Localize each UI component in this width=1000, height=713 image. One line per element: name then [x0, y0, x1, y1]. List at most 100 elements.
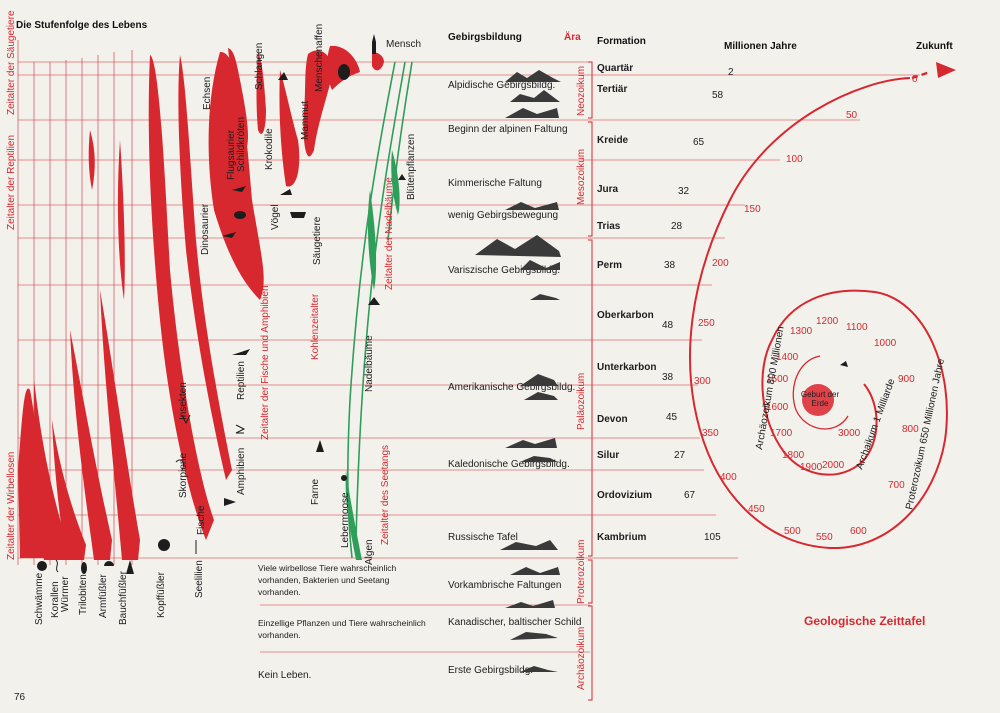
- label-schlangen: Schlangen: [254, 43, 265, 90]
- svg-text:1600: 1600: [766, 402, 789, 413]
- years-quartaer: 2: [728, 67, 734, 78]
- age-reptilien: Zeitalter der Reptilien: [6, 135, 17, 230]
- orogeny-erste: Erste Gebirgsbildg.: [448, 665, 533, 676]
- svg-text:1800: 1800: [782, 450, 805, 461]
- label-fische: Fische: [196, 505, 207, 535]
- saeugetier-icon: [290, 212, 306, 218]
- era-neozoikum: Neozoikum: [576, 66, 587, 116]
- svg-text:700: 700: [888, 480, 905, 491]
- label-saeugetiere: Säugetiere: [312, 216, 323, 265]
- svg-text:3000: 3000: [838, 428, 861, 439]
- era-proterozoikum: Proterozoikum: [576, 540, 587, 604]
- shape-bauchfuessler-top: [117, 140, 125, 300]
- time-spiral: [689, 77, 948, 550]
- plant-lines: [347, 61, 413, 559]
- formation-ordovizium: Ordovizium: [597, 490, 652, 501]
- orogeny-kanadisch: Kanadischer, baltischer Schild: [448, 617, 581, 628]
- formation-perm: Perm: [597, 260, 622, 271]
- formation-years: 2 58 65 32 28 38 48 38 45 27 67 105: [662, 67, 734, 543]
- orogeny-labels: Alpidische Gebirgsbildg. Beginn der alpi…: [447, 80, 581, 676]
- shape-reptilien: [208, 51, 264, 301]
- earth-birth-dot: [802, 384, 834, 416]
- svg-text:200: 200: [712, 258, 729, 269]
- evolution-shapes: [18, 45, 384, 560]
- shape-bluetenpflanzen: [391, 150, 400, 215]
- organism-icons: [37, 34, 406, 574]
- label-insekten: Insekten: [178, 382, 189, 420]
- orogeny-variszisch: Variszische Gebirgsbildg.: [448, 265, 560, 276]
- age-saeugetiere: Zeitalter der Säugetiere: [6, 10, 17, 115]
- spiral-label-archaikum: Archaikum 1 Milliarde: [854, 377, 897, 471]
- years-oberkarbon: 48: [662, 320, 674, 331]
- formation-kreide: Kreide: [597, 135, 629, 146]
- svg-text:300: 300: [694, 376, 711, 387]
- label-menschenaffen: Menschenaffen: [314, 24, 325, 92]
- vogel-icon: [280, 189, 292, 195]
- formation-tertiaer: Tertiär: [597, 84, 627, 95]
- formation-kambrium: Kambrium: [597, 532, 647, 543]
- svg-text:350: 350: [702, 428, 719, 439]
- page-number: 76: [14, 692, 26, 703]
- label-algen: Algen: [364, 539, 375, 565]
- orogeny-kaledonisch: Kaledonische Gebirgsbildg.: [448, 459, 570, 470]
- years-jura: 32: [678, 186, 690, 197]
- era-labels: Neozoikum Mesozoikum Paläozoikum Protero…: [576, 66, 587, 690]
- svg-text:2000: 2000: [822, 460, 845, 471]
- trilobit-icon: [81, 562, 87, 574]
- label-schwaemme: Schwämme: [34, 572, 45, 625]
- header-aera: Ära: [564, 30, 581, 43]
- spiral-ticks-inner: 700 800 900 1000 1100 1200 1300 1400 150…: [766, 316, 919, 491]
- formation-quartaer: Quartär: [597, 63, 633, 74]
- age-seetang: Zeitalter des Seetangs: [380, 445, 391, 545]
- future-arrow-icon: [936, 62, 956, 78]
- formation-trias: Trias: [597, 221, 621, 232]
- years-unterkarbon: 38: [662, 372, 674, 383]
- label-flugsaurier: Flugsaurier: [226, 129, 237, 180]
- earth-birth-label: Geburt der Erde: [801, 390, 839, 408]
- svg-text:1100: 1100: [846, 322, 868, 333]
- years-ordovizium: 67: [684, 490, 696, 501]
- shape-wuermer: [52, 420, 86, 560]
- header-millionen-jahre: Millionen Jahre: [724, 41, 797, 52]
- svg-text:1400: 1400: [776, 352, 799, 363]
- svg-text:400: 400: [720, 472, 737, 483]
- years-kambrium: 105: [704, 532, 721, 543]
- mountain-icons: [475, 70, 561, 672]
- ammonit-icon: [158, 539, 170, 551]
- svg-text:450: 450: [748, 504, 765, 515]
- svg-text:500: 500: [784, 526, 801, 537]
- svg-text:50: 50: [846, 110, 858, 121]
- label-armfuessler: Armfüßler: [98, 573, 109, 618]
- label-echsen: Echsen: [202, 77, 213, 110]
- label-bauchfuessler: Bauchfüßler: [118, 570, 129, 625]
- shape-saeuger: [303, 50, 334, 157]
- era-palaeozoikum: Paläozoikum: [576, 373, 587, 430]
- svg-text:1900: 1900: [800, 462, 823, 473]
- shape-echsen: [228, 48, 248, 150]
- years-tertiaer: 58: [712, 90, 724, 101]
- orogeny-kimmerisch: Kimmerische Faltung: [448, 178, 542, 189]
- future-arrow-line: [911, 70, 931, 80]
- formation-jura: Jura: [597, 184, 619, 195]
- farn-icon: [316, 440, 324, 452]
- shape-kopffuessler: [148, 55, 214, 540]
- orogeny-russische-tafel: Russische Tafel: [448, 532, 518, 543]
- header-gebirgsbildung: Gebirgsbildung: [448, 32, 522, 43]
- reptil-icon: [232, 349, 250, 355]
- formation-devon: Devon: [597, 414, 628, 425]
- wurm-icon: [55, 559, 59, 573]
- years-trias: 28: [671, 221, 683, 232]
- menschenaffe-icon: [338, 64, 350, 80]
- age-kohlenzeitalter: Kohlenzeitalter: [310, 293, 321, 360]
- shape-trilobiten: [70, 330, 112, 560]
- svg-text:1500: 1500: [766, 374, 789, 385]
- label-trilobiten: Trilobiten: [78, 574, 89, 615]
- schildkroete-icon: [234, 211, 246, 219]
- label-skorpione: Skorpione: [178, 453, 189, 498]
- label-mammut: Mammut: [300, 101, 311, 140]
- muschel-icon: [104, 561, 114, 566]
- svg-text:100: 100: [786, 154, 803, 165]
- years-perm: 38: [664, 260, 676, 271]
